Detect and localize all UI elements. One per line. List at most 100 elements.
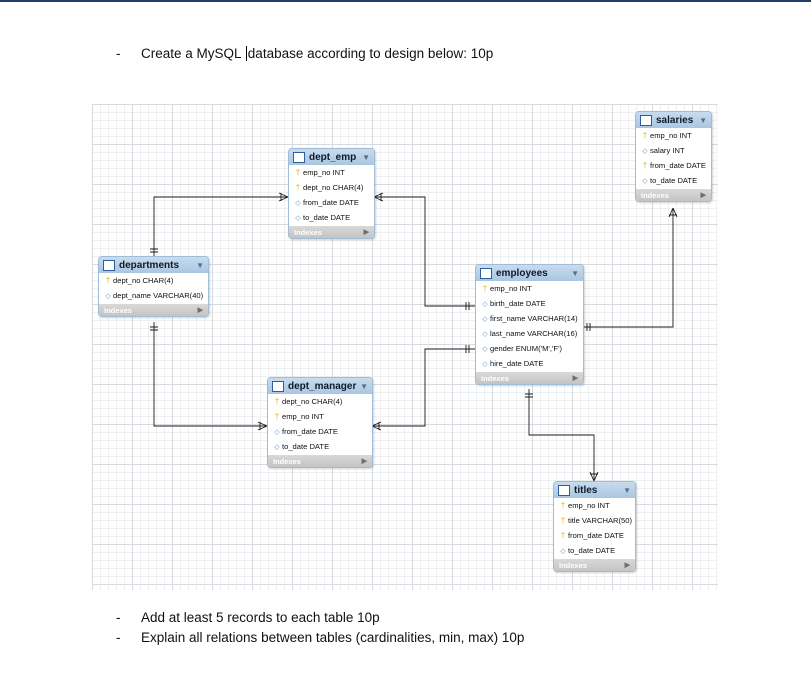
table-name: titles bbox=[574, 484, 598, 496]
attribute-icon: ◇ bbox=[295, 199, 301, 207]
expand-triangle-icon[interactable]: ▶ bbox=[572, 375, 578, 382]
table-name: dept_manager bbox=[288, 380, 357, 392]
table-icon bbox=[293, 151, 305, 163]
rel-many-mark bbox=[371, 421, 382, 431]
column-text: to_date DATE bbox=[303, 213, 351, 222]
column-text: salary INT bbox=[650, 146, 685, 155]
primary-key-icon: † bbox=[560, 531, 566, 540]
indexes-section[interactable]: Indexes ▶ bbox=[554, 559, 635, 571]
chevron-down-icon[interactable]: ▼ bbox=[623, 485, 631, 495]
column-row: †from_date DATE bbox=[636, 158, 711, 173]
instruction-add-records: Add at least 5 records to each table 10p bbox=[141, 610, 380, 625]
column-text: first_name VARCHAR(14) bbox=[490, 314, 578, 323]
chevron-down-icon[interactable]: ▼ bbox=[571, 268, 579, 278]
indexes-label: Indexes bbox=[641, 190, 669, 200]
column-text: to_date DATE bbox=[650, 176, 698, 185]
expand-triangle-icon[interactable]: ▶ bbox=[700, 192, 706, 199]
indexes-section[interactable]: Indexes▶ bbox=[476, 372, 583, 384]
table-salaries[interactable]: salaries▼ †emp_no INT ◇salary INT †from_… bbox=[635, 111, 712, 202]
chevron-down-icon[interactable]: ▼ bbox=[362, 152, 370, 162]
rel-many-mark bbox=[589, 471, 599, 482]
indexes-section[interactable]: Indexes▶ bbox=[289, 226, 374, 238]
column-text: last_name VARCHAR(16) bbox=[490, 329, 578, 338]
indexes-label: Indexes bbox=[559, 560, 587, 570]
attribute-icon: ◇ bbox=[482, 315, 488, 323]
column-text: from_date DATE bbox=[303, 198, 359, 207]
primary-key-icon: † bbox=[642, 131, 648, 140]
table-icon bbox=[480, 267, 492, 279]
table-icon bbox=[103, 259, 115, 271]
indexes-section[interactable]: Indexes ▶ bbox=[636, 189, 711, 201]
column-text: emp_no INT bbox=[303, 168, 345, 177]
chevron-down-icon[interactable]: ▼ bbox=[699, 115, 707, 125]
column-text: emp_no INT bbox=[568, 501, 610, 510]
expand-triangle-icon[interactable]: ▶ bbox=[363, 229, 369, 236]
table-titles[interactable]: titles▼ †emp_no INT †title VARCHAR(50) †… bbox=[553, 481, 636, 572]
table-dept-emp[interactable]: dept_emp ▼ †emp_no INT †dept_no CHAR(4) ◇… bbox=[288, 148, 375, 239]
column-row: ◇first_name VARCHAR(14) bbox=[476, 311, 583, 326]
rel-employees-dept-emp bbox=[374, 196, 475, 307]
primary-key-icon: † bbox=[560, 501, 566, 510]
expand-triangle-icon[interactable]: ▶ bbox=[197, 307, 203, 314]
table-header: salaries▼ bbox=[636, 112, 711, 128]
expand-triangle-icon[interactable]: ▶ bbox=[624, 562, 630, 569]
column-text: to_date DATE bbox=[568, 546, 616, 555]
column-text: gender ENUM('M','F') bbox=[490, 344, 563, 353]
rel-departments-dept-emp bbox=[153, 196, 288, 256]
column-row: ◇dept_name VARCHAR(40) bbox=[99, 288, 208, 303]
indexes-label: Indexes bbox=[104, 305, 132, 315]
table-header: dept_manager▼ bbox=[268, 378, 372, 394]
column-text: dept_no CHAR(4) bbox=[113, 276, 174, 285]
column-row: †dept_no CHAR(4) bbox=[289, 180, 374, 195]
table-header: dept_emp ▼ bbox=[289, 149, 374, 165]
rel-departments-dept-manager bbox=[153, 322, 267, 427]
attribute-icon: ◇ bbox=[105, 292, 111, 300]
attribute-icon: ◇ bbox=[482, 300, 488, 308]
column-text: title VARCHAR(50) bbox=[568, 516, 632, 525]
table-name: dept_emp bbox=[309, 151, 357, 163]
table-icon bbox=[558, 484, 570, 496]
attribute-icon: ◇ bbox=[482, 345, 488, 353]
column-text: birth_date DATE bbox=[490, 299, 546, 308]
rel-many-mark bbox=[257, 421, 268, 431]
table-header: titles ▼ bbox=[554, 482, 635, 498]
text-cursor bbox=[245, 46, 247, 61]
attribute-icon: ◇ bbox=[295, 214, 301, 222]
column-row: ◇salary INT bbox=[636, 143, 711, 158]
column-row: ◇to_date DATE bbox=[289, 210, 374, 225]
er-diagram: salaries▼ †emp_no INT ◇salary INT †from_… bbox=[92, 104, 718, 590]
chevron-down-icon[interactable]: ▼ bbox=[360, 381, 368, 391]
rel-one-mark bbox=[150, 248, 158, 253]
expand-triangle-icon[interactable]: ▶ bbox=[361, 458, 367, 465]
attribute-icon: ◇ bbox=[274, 428, 280, 436]
primary-key-icon: † bbox=[274, 397, 280, 406]
table-departments[interactable]: departments▼ †dept_no CHAR(4) ◇dept_name… bbox=[98, 256, 209, 317]
instruction-text-part2: database according to design below: 10p bbox=[247, 46, 494, 61]
chevron-down-icon[interactable]: ▼ bbox=[196, 260, 204, 270]
column-row: †emp_no INT bbox=[289, 165, 374, 180]
column-row: †emp_no INT bbox=[476, 281, 583, 296]
column-row: ◇from_date DATE bbox=[289, 195, 374, 210]
bullet-1: - bbox=[116, 46, 121, 61]
column-row: ◇to_date DATE bbox=[554, 543, 635, 558]
table-icon bbox=[272, 380, 284, 392]
column-row: †emp_no INT bbox=[636, 128, 711, 143]
table-employees[interactable]: employees▼ †emp_no INT ◇birth_date DATE … bbox=[475, 264, 584, 385]
rel-many-mark bbox=[278, 192, 289, 202]
table-header: employees ▼ bbox=[476, 265, 583, 281]
attribute-icon: ◇ bbox=[482, 360, 488, 368]
table-dept-manager[interactable]: dept_manager▼ †dept_no CHAR(4) †emp_no I… bbox=[267, 377, 373, 468]
primary-key-icon: † bbox=[560, 516, 566, 525]
column-text: dept_name VARCHAR(40) bbox=[113, 291, 204, 300]
indexes-section[interactable]: Indexes▶ bbox=[268, 455, 372, 467]
rel-employees-dept-manager bbox=[372, 348, 475, 427]
primary-key-icon: † bbox=[105, 276, 111, 285]
table-name: employees bbox=[496, 267, 548, 279]
indexes-section[interactable]: Indexes ▶ bbox=[99, 304, 208, 316]
column-row: †emp_no INT bbox=[554, 498, 635, 513]
primary-key-icon: † bbox=[482, 284, 488, 293]
primary-key-icon: † bbox=[295, 168, 301, 177]
rel-many-mark bbox=[668, 207, 678, 218]
rel-one-mark bbox=[465, 345, 470, 353]
attribute-icon: ◇ bbox=[482, 330, 488, 338]
